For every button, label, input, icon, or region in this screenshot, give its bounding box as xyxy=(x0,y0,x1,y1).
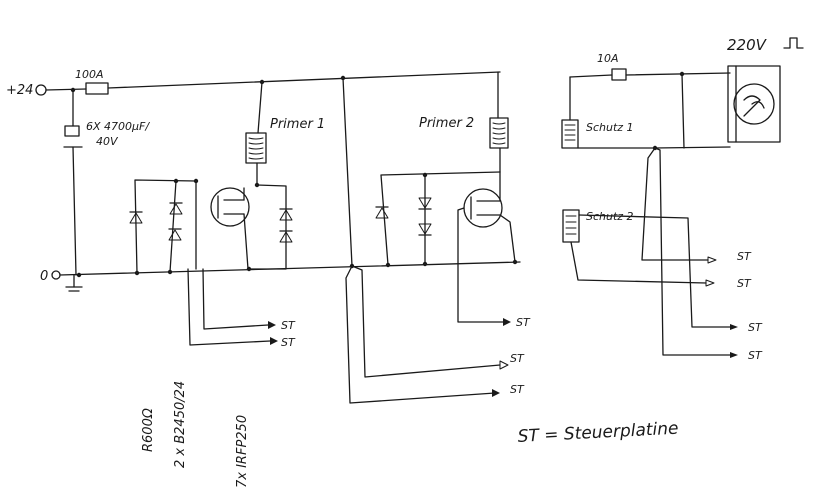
st-label: ST xyxy=(748,321,763,334)
pulse-symbol xyxy=(783,37,804,49)
st-label: ST xyxy=(281,336,296,349)
schuetz1-coil xyxy=(561,119,731,356)
main-fuse-label: 100A xyxy=(75,68,104,81)
legend-text: ST = Steuerplatine xyxy=(517,419,679,447)
part-resistor-label: R600Ω xyxy=(141,408,156,452)
capacitor-label-line2: 40V xyxy=(96,135,119,148)
capacitor-label-line1: 6X 4700µF/ xyxy=(86,120,150,133)
st-label: ST xyxy=(510,383,525,396)
part-transistor-label: 7x IRFP250 xyxy=(235,415,250,488)
capacitor-bank xyxy=(63,89,83,276)
part-rectifier-label: 2 x B2450/24 xyxy=(173,381,188,468)
primer1-coil xyxy=(245,81,267,188)
primer2-transistor xyxy=(457,171,516,323)
main-fuse xyxy=(85,82,109,95)
primer1-diode-block xyxy=(129,178,199,274)
center-bus xyxy=(342,77,501,404)
schuetz2-coil xyxy=(562,209,731,328)
schuetz1-label: Schutz 1 xyxy=(586,121,634,134)
st-label: ST xyxy=(516,316,531,329)
st-label: ST xyxy=(748,349,763,362)
primer2-coil xyxy=(489,71,509,173)
mains-label: 220V xyxy=(727,36,768,54)
ground-label: 0 xyxy=(40,269,48,284)
st-label: ST xyxy=(281,319,296,332)
ground-symbol xyxy=(65,274,83,292)
schuetz2-label: Schutz 2 xyxy=(586,210,634,223)
relay-supply xyxy=(569,68,731,149)
st-label: ST xyxy=(510,352,525,365)
primer1-control-lines xyxy=(187,268,271,346)
primer2-diode-block xyxy=(375,171,501,266)
primer1-transistor xyxy=(195,180,293,270)
st-label: ST xyxy=(737,250,752,263)
aux-fuse-label: 10A xyxy=(597,52,619,65)
st-label: ST xyxy=(737,277,752,290)
supply-label: +24 xyxy=(6,83,33,98)
primer1-label: Primer 1 xyxy=(270,117,325,132)
primer2-label: Primer 2 xyxy=(419,116,474,131)
mains-box xyxy=(727,65,781,143)
st-arrows xyxy=(268,256,738,397)
